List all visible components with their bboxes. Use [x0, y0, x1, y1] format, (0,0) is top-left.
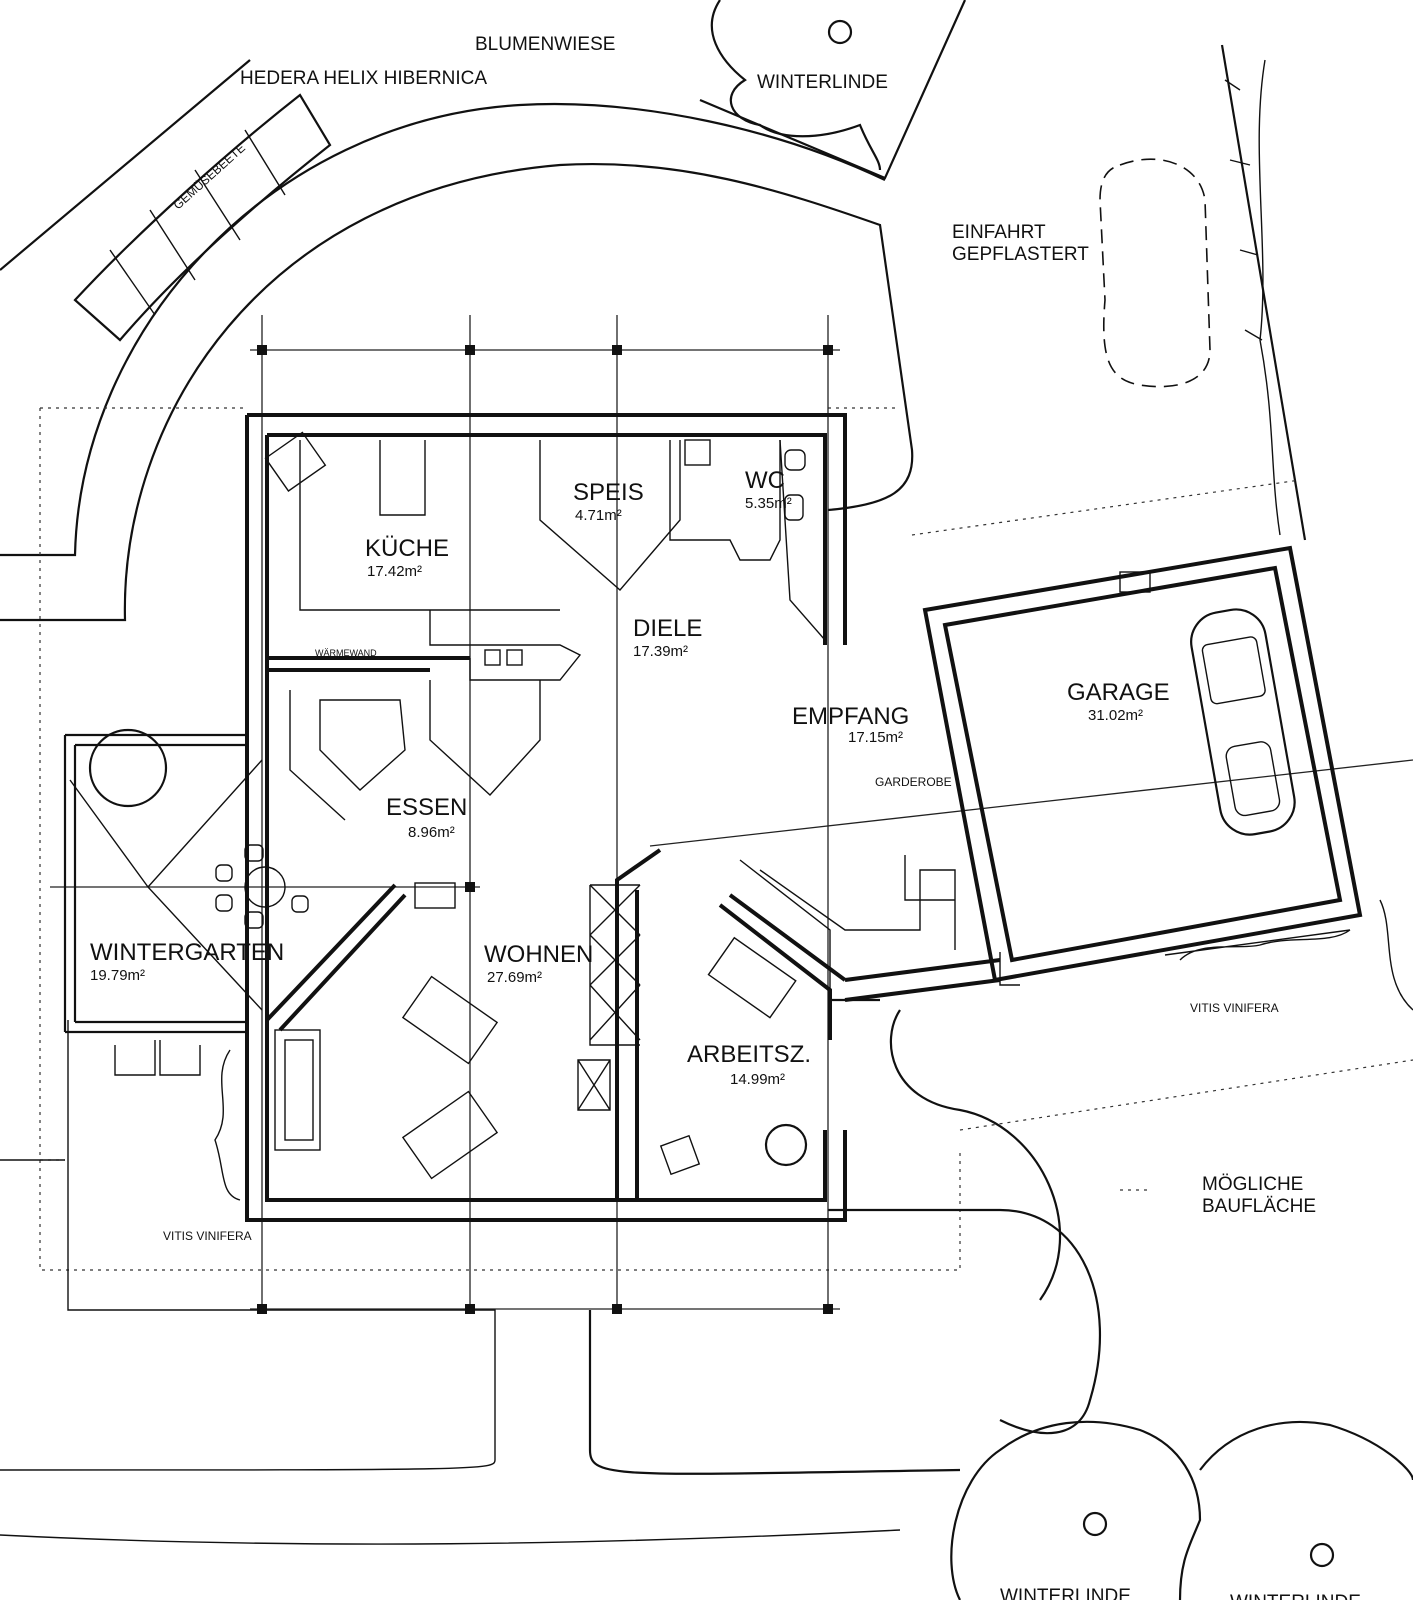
room-name-wintergarten: WINTERGARTEN: [90, 939, 284, 966]
label-winterlinde-bottom-1: WINTERLINDE: [1000, 1586, 1131, 1600]
label-vitis-right: VITIS VINIFERA: [1190, 1001, 1279, 1015]
label-bauflaeche: BAUFLÄCHE: [1202, 1196, 1316, 1217]
label-gemuesebeete: GEMÜSEBEETE: [171, 141, 248, 213]
room-name-wc: WC: [745, 467, 785, 494]
room-area-wintergarten: 19.79m²: [90, 967, 145, 984]
room-area-wohnen: 27.69m²: [487, 969, 542, 986]
label-einfahrt: EINFAHRT: [952, 222, 1046, 243]
room-name-arbeitszimmer: ARBEITSZ.: [687, 1041, 811, 1068]
label-gepflastert: GEPFLASTERT: [952, 244, 1089, 265]
label-waermewand: WÄRMEWAND: [315, 648, 377, 658]
room-area-arbeitszimmer: 14.99m²: [730, 1071, 785, 1088]
structural-grid: [50, 315, 1413, 1314]
room-area-diele: 17.39m²: [633, 643, 688, 660]
room-name-essen: ESSEN: [386, 794, 467, 821]
room-area-speis: 4.71m²: [575, 507, 622, 524]
room-area-essen: 8.96m²: [408, 824, 455, 841]
room-name-garage: GARAGE: [1067, 679, 1170, 706]
room-name-wohnen: WOHNEN: [484, 941, 593, 968]
room-area-garage: 31.02m²: [1088, 707, 1143, 724]
room-name-speis: SPEIS: [573, 479, 644, 506]
room-area-kueche: 17.42m²: [367, 563, 422, 580]
label-vitis-left: VITIS VINIFERA: [163, 1229, 252, 1243]
label-winterlinde-bottom-2: WINTERLINDE: [1230, 1592, 1361, 1600]
room-name-kueche: KÜCHE: [365, 535, 449, 562]
room-name-empfang: EMPFANG: [792, 703, 909, 730]
room-area-wc: 5.35m²: [745, 495, 792, 512]
wintergarten-structure: [63, 733, 309, 1076]
label-hedera: HEDERA HELIX HIBERNICA: [240, 68, 487, 89]
room-area-empfang: 17.15m²: [848, 729, 903, 746]
label-moegliche: MÖGLICHE: [1202, 1174, 1303, 1195]
furniture: [264, 431, 806, 1180]
label-blumenwiese: BLUMENWIESE: [475, 34, 615, 55]
label-winterlinde-top: WINTERLINDE: [757, 72, 888, 93]
room-name-diele: DIELE: [633, 615, 702, 642]
house-walls: [245, 413, 1001, 1222]
site-labels: BLUMENWIESE HEDERA HELIX HIBERNICA GEMÜS…: [163, 34, 1361, 1600]
room-labels: KÜCHE 17.42m² SPEIS 4.71m² WC 5.35m² DIE…: [90, 467, 1170, 1088]
label-garderobe: GARDEROBE: [875, 775, 952, 789]
garage-structure: [922, 545, 1363, 986]
